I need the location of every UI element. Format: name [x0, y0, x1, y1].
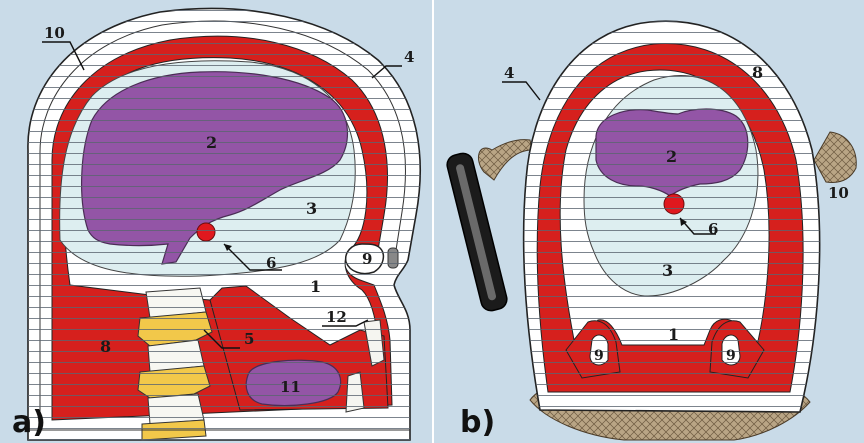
- panel-a-callout-9: 9: [362, 250, 372, 268]
- panel-b-coronal: 4 8 2 6 3 1 9 9 10 b): [434, 0, 864, 443]
- panel-a-callout-3: 3: [306, 199, 317, 218]
- panel-a-callout-12: 12: [326, 308, 347, 326]
- panel-b-callout-9-right: 9: [726, 348, 736, 364]
- panel-b-label: b): [460, 405, 495, 440]
- panel-a-callout-8: 8: [100, 337, 111, 356]
- panel-b-callout-1: 1: [668, 325, 679, 344]
- panel-b-callout-6: 6: [708, 220, 718, 238]
- panel-a-callout-2: 2: [206, 133, 217, 152]
- panel-b-callout-9-left: 9: [594, 348, 604, 364]
- panel-b-callout-2: 2: [666, 147, 677, 166]
- panel-a-callout-6: 6: [266, 254, 276, 272]
- panel-b-callout-3: 3: [662, 261, 673, 280]
- panel-a-svg: 10 4 2 3 6 1 9 5 12 8 11 a): [0, 0, 432, 443]
- panel-a-label: a): [12, 405, 46, 440]
- panel-a-callout-1: 1: [310, 277, 321, 296]
- panel-a-callout-11: 11: [280, 378, 301, 396]
- panel-a-slice-lines: [0, 0, 432, 443]
- panel-b-callout-4: 4: [504, 64, 514, 82]
- panel-b-callout-10: 10: [828, 184, 849, 202]
- panel-a-callout-5: 5: [244, 330, 254, 348]
- panel-b-callout-8: 8: [752, 63, 763, 82]
- panel-a-callout-4: 4: [404, 48, 414, 66]
- panel-a-callout-10: 10: [44, 24, 65, 42]
- panel-a-sagittal: 10 4 2 3 6 1 9 5 12 8 11 a): [0, 0, 432, 443]
- panel-b-svg: 4 8 2 6 3 1 9 9 10 b): [434, 0, 864, 443]
